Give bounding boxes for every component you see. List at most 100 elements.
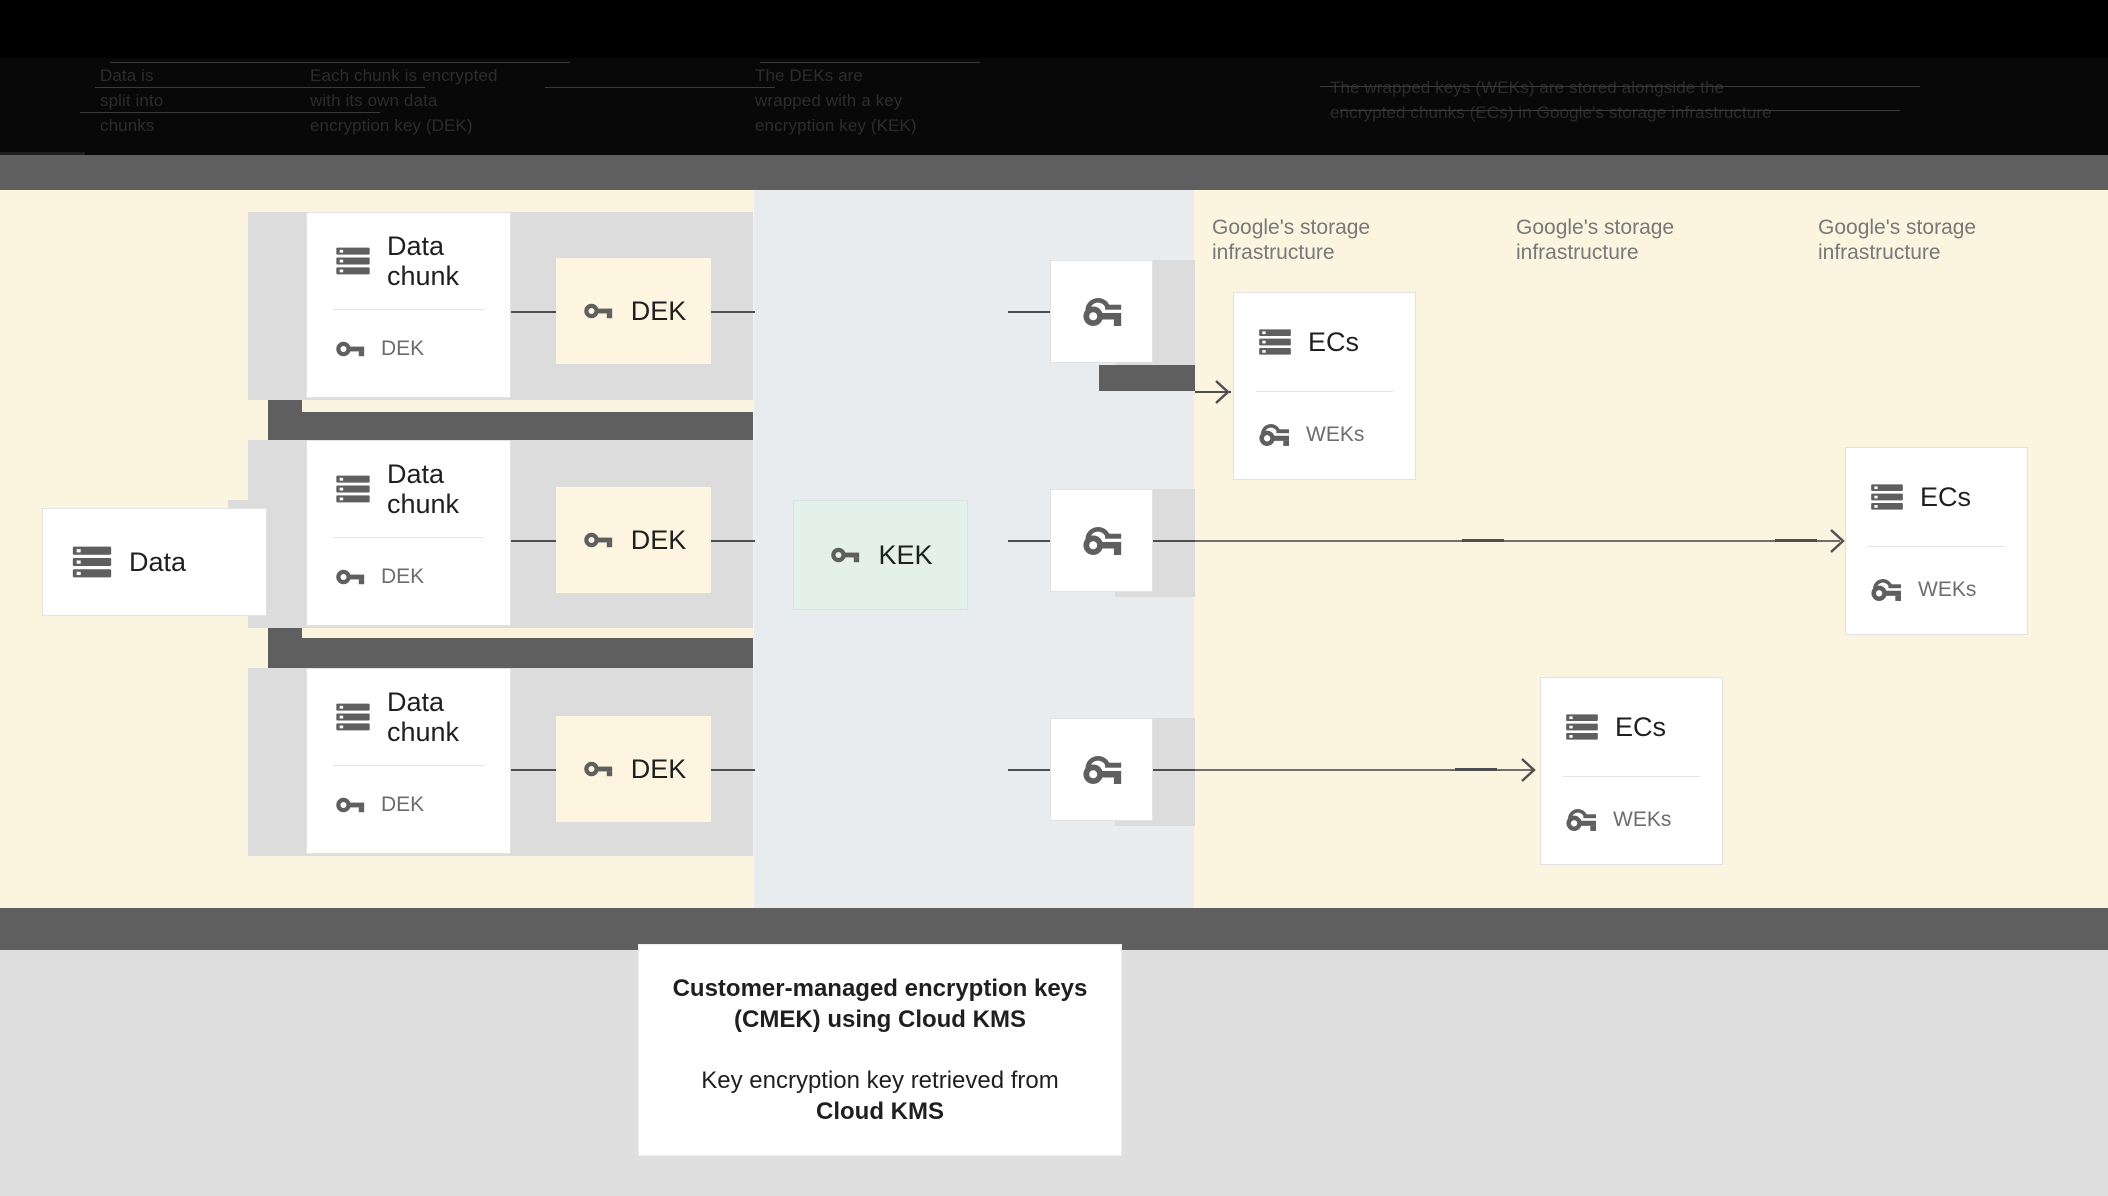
header-col3-line3: encryption key (KEK) (755, 116, 917, 135)
wrapped-key-icon (1256, 417, 1292, 453)
connector-dek2-out (711, 540, 755, 542)
caption-title: Customer-managed encryption keys (CMEK) … (673, 973, 1088, 1035)
key-icon (581, 294, 615, 328)
chunk-title-word-2: chunk (387, 717, 460, 747)
header-col3-line2: wrapped with a key (755, 91, 903, 110)
storage-icon (1868, 478, 1906, 516)
arrow-row2-head (1830, 529, 1845, 553)
arrow-row2-thick-seg-1 (1462, 539, 1504, 542)
wrapped-key-card-3[interactable] (1050, 718, 1153, 821)
header-col4-line2: encrypted chunks (ECs) in Google's stora… (1330, 103, 1772, 122)
data-chunk-key-label-1: DEK (381, 337, 425, 360)
ec-card-key-label-3: WEKs (1613, 808, 1672, 831)
key-icon (581, 523, 615, 557)
storage-icon (333, 241, 373, 281)
caption-title-line1: Customer-managed encryption keys (672, 975, 1088, 1002)
caption-body: Key encryption key retrieved from Cloud … (701, 1065, 1058, 1127)
ec-card-title-3: ECs (1615, 712, 1667, 742)
dek-box-3[interactable]: DEK (556, 716, 711, 822)
data-split-branch-2 (268, 638, 753, 670)
storage-icon (1256, 323, 1294, 361)
card-divider (333, 537, 484, 538)
wek1-transfer-bar (1099, 365, 1195, 391)
storage-infra-label-2-line1: Google's storage (1516, 216, 1675, 239)
dek-box-1[interactable]: DEK (556, 258, 711, 364)
chunk-title-word-1: Data (387, 687, 445, 717)
caption-body-line2: Cloud KMS (816, 1098, 944, 1125)
arrow-row3-head (1521, 758, 1536, 782)
connector-chunk2-dek2 (511, 540, 556, 542)
header-text-band: Data is split into chunks Each chunk is … (0, 58, 2108, 155)
header-col1-line3: chunks (100, 116, 155, 135)
dek-box-2[interactable]: DEK (556, 487, 711, 593)
connector-to-wek-1 (1008, 311, 1055, 313)
header-gray-divider (0, 155, 2108, 190)
chunk-title-word-2: chunk (387, 489, 460, 519)
ec-card-3[interactable]: ECs WEKs (1540, 677, 1723, 865)
storage-icon (1563, 708, 1601, 746)
header-col2-line3: encryption key (DEK) (310, 116, 473, 135)
caption-box: Customer-managed encryption keys (CMEK) … (638, 944, 1122, 1156)
key-icon (581, 752, 615, 786)
dek-label-1: DEK (630, 295, 687, 326)
wrapped-key-icon (1079, 747, 1125, 793)
ec-card-key-label-2: WEKs (1918, 578, 1977, 601)
storage-infra-label-1-line1: Google's storage (1212, 216, 1371, 239)
storage-icon (333, 697, 373, 737)
data-card-title: Data (129, 547, 187, 577)
ec-card-1[interactable]: ECs WEKs (1233, 292, 1416, 480)
wrapped-key-icon (1079, 518, 1125, 564)
kek-label: KEK (878, 539, 933, 570)
header-column-1: Data is split into chunks (100, 63, 280, 138)
header-col2-line2: with its own data (310, 91, 438, 110)
arrow-row3-thick-seg (1455, 768, 1497, 771)
storage-infra-label-3: Google's storage infrastructure (1818, 215, 2048, 265)
caption-title-line2: (CMEK) using Cloud KMS (734, 1006, 1026, 1033)
key-icon (333, 788, 367, 822)
storage-infra-label-3-line2: infrastructure (1818, 241, 1941, 264)
key-icon (333, 560, 367, 594)
card-divider (333, 309, 484, 310)
data-chunk-key-label-2: DEK (381, 565, 425, 588)
header-col4-line1: The wrapped keys (WEKs) are stored along… (1330, 78, 1725, 97)
storage-infra-label-1-line2: infrastructure (1212, 241, 1335, 264)
storage-icon (69, 539, 115, 585)
header-black-strip (0, 0, 2108, 58)
card-divider (1563, 776, 1700, 777)
header-col1-line2: split into (100, 91, 164, 110)
kek-box[interactable]: KEK (793, 500, 968, 610)
dek-label-3: DEK (630, 753, 687, 784)
connector-chunk3-dek3 (511, 769, 556, 771)
bottom-dark-divider (0, 908, 2108, 950)
connector-dek1-out (711, 311, 755, 313)
arrow-row2-thick-seg-2 (1775, 539, 1817, 542)
data-chunk-key-label-3: DEK (381, 793, 425, 816)
storage-infra-label-2-line2: infrastructure (1516, 241, 1639, 264)
wrapped-key-card-1[interactable] (1050, 260, 1153, 363)
key-icon (828, 538, 862, 572)
arrow-row2-shaft (1195, 540, 1840, 542)
header-column-3: The DEKs are wrapped with a key encrypti… (755, 63, 1035, 138)
wrapped-key-card-2[interactable] (1050, 489, 1153, 592)
ec-card-title-2: ECs (1920, 482, 1972, 512)
key-icon (333, 332, 367, 366)
arrow-row3-shaft (1195, 769, 1535, 771)
wrapped-key-icon (1563, 802, 1599, 838)
connector-to-wek-3 (1008, 769, 1055, 771)
chunk-title-word-1: Data (387, 231, 445, 261)
data-card[interactable]: Data (42, 508, 267, 616)
card-divider (333, 765, 484, 766)
chunk-title-word-1: Data (387, 459, 445, 489)
ec-card-2[interactable]: ECs WEKs (1845, 447, 2028, 635)
connector-kek-wek-2 (1008, 540, 1055, 542)
ec-card-key-label-1: WEKs (1306, 423, 1365, 446)
caption-body-line1: Key encryption key retrieved from (701, 1067, 1059, 1094)
storage-infra-label-3-line1: Google's storage (1818, 216, 1977, 239)
card-divider (1868, 546, 2005, 547)
